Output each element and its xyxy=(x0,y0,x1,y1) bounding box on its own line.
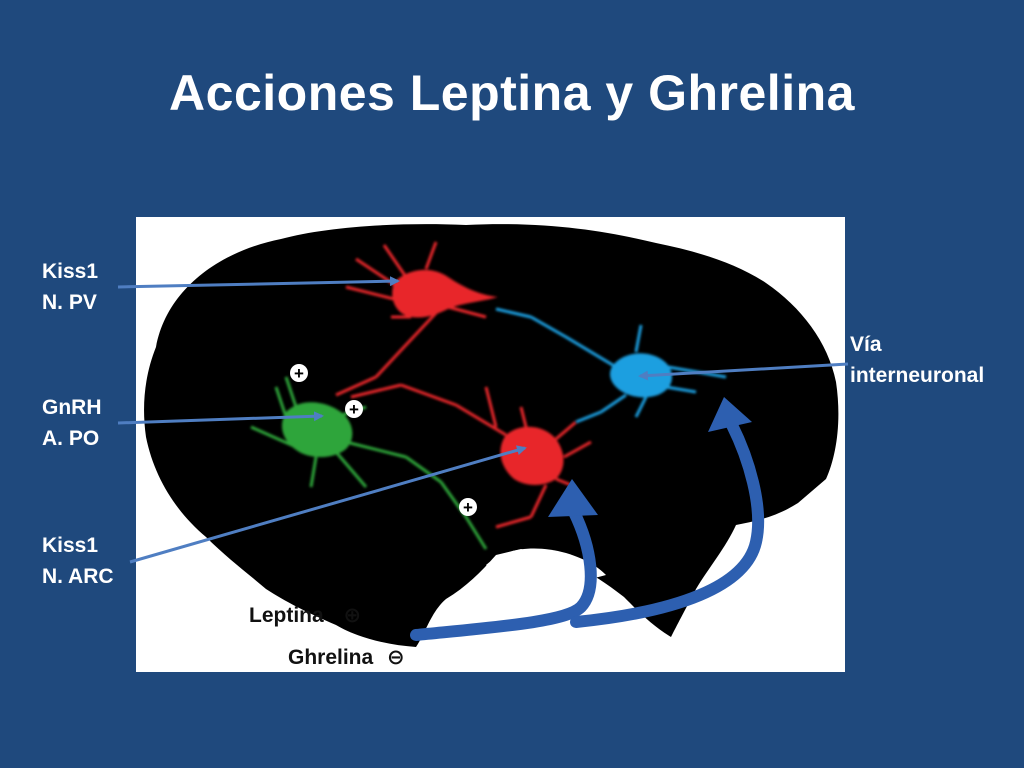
brain-figure: + + + Leptina ⊕ Ghrelina ⊖ xyxy=(136,217,845,672)
legend-leptina-symbol-icon: ⊕ xyxy=(343,604,362,627)
legend-leptina-label: Leptina xyxy=(249,604,324,627)
pointer-arrow-kiss1-pv xyxy=(117,276,400,289)
label-via-interneuronal-line1: Vía xyxy=(850,333,882,356)
label-gnrh-apo-line1: GnRH xyxy=(42,396,102,419)
label-gnrh-apo: GnRH A. PO xyxy=(42,392,102,454)
label-kiss1-arc-line1: Kiss1 xyxy=(42,534,99,557)
ventricle-gap xyxy=(486,548,606,586)
pointer-arrow-interneuron xyxy=(638,362,849,381)
plus-marker: + xyxy=(459,498,477,517)
svg-text:+: + xyxy=(294,364,304,383)
label-kiss1-arc-line2: N. ARC xyxy=(42,565,114,588)
label-gnrh-apo-line2: A. PO xyxy=(42,427,100,450)
pointer-arrow-gnrh xyxy=(117,411,324,425)
kiss1-arc-neuron xyxy=(350,383,592,529)
brain-illustration: + + + xyxy=(144,224,839,648)
label-via-interneuronal: Vía interneuronal xyxy=(850,329,984,391)
svg-text:+: + xyxy=(349,400,359,419)
label-kiss1-pv: Kiss1 N. PV xyxy=(42,256,98,318)
svg-text:+: + xyxy=(463,498,473,517)
hormone-arrows xyxy=(410,397,765,641)
plus-marker: + xyxy=(290,364,308,383)
legend-leptina: Leptina ⊕ xyxy=(249,603,361,628)
slide-title: Acciones Leptina y Ghrelina xyxy=(169,65,855,121)
legend-ghrelina-symbol-icon: ⊖ xyxy=(387,646,405,669)
label-kiss1-arc: Kiss1 N. ARC xyxy=(42,530,114,592)
kiss1-pv-neuron xyxy=(335,241,498,397)
legend-ghrelina-label: Ghrelina xyxy=(288,646,374,669)
label-via-interneuronal-line2: interneuronal xyxy=(850,364,985,387)
brain-silhouette xyxy=(144,224,839,648)
label-kiss1-pv-line1: Kiss1 xyxy=(42,260,99,283)
legend-ghrelina: Ghrelina ⊖ xyxy=(288,645,405,670)
pointer-arrow-kiss1-arc xyxy=(129,445,527,564)
plus-marker: + xyxy=(345,400,363,419)
label-kiss1-pv-line2: N. PV xyxy=(42,291,97,314)
